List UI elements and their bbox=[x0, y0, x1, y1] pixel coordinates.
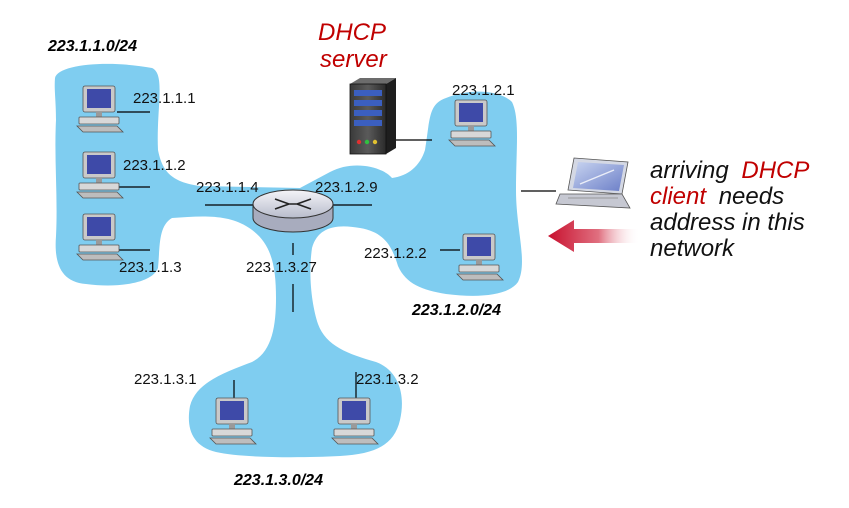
host-ip-label: 223.1.3.1 bbox=[134, 371, 197, 388]
router-interface-label: 223.1.1.4 bbox=[196, 179, 259, 196]
host-ip-label: 223.1.1.3 bbox=[119, 259, 182, 276]
subnet-region-left bbox=[54, 63, 522, 458]
dhcp-server[interactable] bbox=[349, 78, 396, 155]
arriving-caption-line1b: client needs bbox=[650, 183, 784, 210]
arriving-caption-line1: arriving DHCP bbox=[650, 157, 809, 184]
network-label-right: 223.1.2.0/24 bbox=[411, 302, 501, 319]
router[interactable] bbox=[252, 189, 334, 233]
caption-word: client bbox=[650, 183, 707, 210]
server-title-line2: server bbox=[320, 46, 388, 73]
network-label-bottom: 223.1.3.0/24 bbox=[233, 472, 323, 489]
network-label-left: 223.1.1.0/24 bbox=[47, 38, 137, 55]
network-regions bbox=[54, 63, 522, 458]
caption-word: needs bbox=[719, 183, 784, 210]
host-ip-label: 223.1.2.2 bbox=[364, 245, 427, 262]
labels: 223.1.1.0/24 223.1.2.0/24 223.1.3.0/24 D… bbox=[47, 19, 809, 489]
router-interface-label: 223.1.3.27 bbox=[246, 259, 317, 276]
host-ip-label: 223.1.1.2 bbox=[123, 157, 186, 174]
router-interface-label: 223.1.2.9 bbox=[315, 179, 378, 196]
host-ip-label: 223.1.2.1 bbox=[452, 82, 515, 99]
arriving-caption-line2: address in this bbox=[650, 209, 805, 236]
arrow-icon bbox=[548, 220, 640, 252]
arriving-caption-line3: network bbox=[650, 235, 736, 262]
caption-word: arriving bbox=[650, 157, 729, 184]
host-ip-label: 223.1.1.1 bbox=[133, 90, 196, 107]
server-title-line1: DHCP bbox=[318, 19, 386, 46]
host-ip-label: 223.1.3.2 bbox=[356, 371, 419, 388]
caption-word: DHCP bbox=[741, 157, 809, 184]
laptop-icon[interactable] bbox=[555, 157, 631, 209]
